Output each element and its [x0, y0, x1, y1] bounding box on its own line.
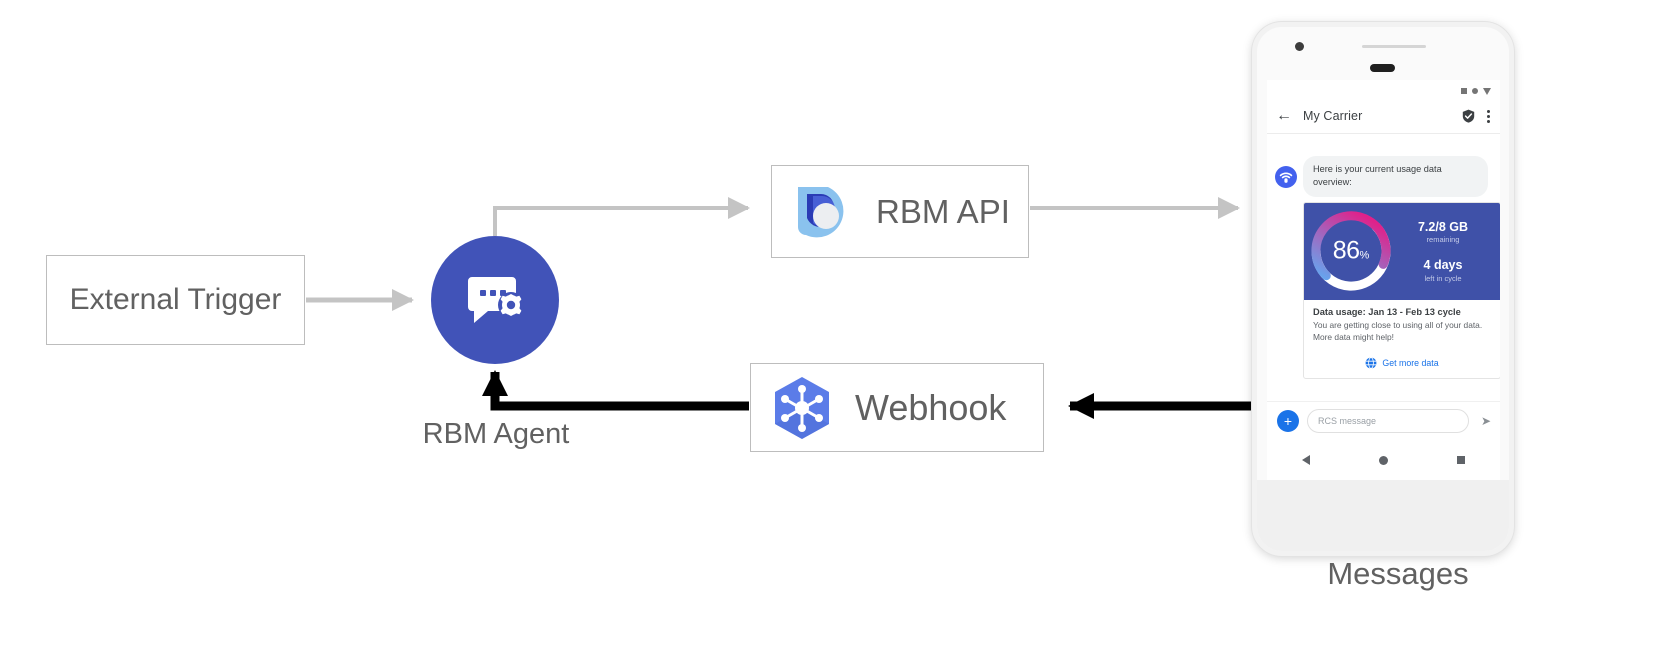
get-more-data-button[interactable]: Get more data: [1304, 350, 1500, 378]
status-bar: [1267, 80, 1500, 99]
composer-placeholder: RCS message: [1318, 416, 1377, 426]
nav-home-icon[interactable]: [1378, 455, 1388, 465]
gauge-value: 86: [1332, 236, 1360, 265]
triangle-down-icon: [1483, 87, 1491, 95]
rbm-agent-node[interactable]: [431, 236, 559, 364]
stat-data-remaining-value: 7.2/8 GB: [1417, 219, 1469, 234]
gauge-text: 86%: [1308, 237, 1394, 266]
webhook-node[interactable]: Webhook: [750, 363, 1044, 452]
incoming-text-bubble: Here is your current usage data overview…: [1303, 156, 1488, 197]
conversation-area: Here is your current usage data overview…: [1267, 134, 1500, 452]
rbm-api-label: RBM API: [876, 192, 1010, 230]
app-bar: ← My Carrier 12:30 PM: [1267, 99, 1500, 142]
stat-data-remaining-label: remaining: [1426, 235, 1460, 245]
external-trigger-label: External Trigger: [69, 283, 282, 316]
phone-bottom-bezel: [1257, 480, 1509, 551]
rich-card[interactable]: 86% 7.2/8 GB remaining 4 days left in cy…: [1303, 201, 1500, 379]
rcs-message-input[interactable]: RCS message: [1307, 409, 1469, 433]
messages-caption: Messages: [1327, 556, 1469, 591]
earpiece-line: [1362, 45, 1426, 48]
card-body: Data usage: Jan 13 - Feb 13 cycle You ar…: [1304, 300, 1500, 350]
webhook-label: Webhook: [855, 386, 1007, 428]
phone-screen: ← My Carrier 12:30 PM: [1267, 80, 1500, 480]
plus-icon[interactable]: +: [1277, 410, 1299, 432]
square-icon: [1461, 88, 1467, 94]
phone-mockup: ← My Carrier 12:30 PM: [1252, 22, 1514, 556]
stat-days-left-value: 4 days: [1423, 258, 1463, 273]
card-title: Data usage: Jan 13 - Feb 13 cycle: [1313, 306, 1461, 317]
message-composer: + RCS message ➤: [1267, 401, 1500, 440]
card-stats: 7.2/8 GB remaining 4 days left in cycle: [1394, 220, 1490, 283]
android-nav-bar: [1267, 440, 1500, 480]
carrier-signal-avatar-icon: [1275, 166, 1297, 188]
nav-recents-icon[interactable]: [1457, 456, 1466, 464]
card-media: 86% 7.2/8 GB remaining 4 days left in cy…: [1304, 202, 1500, 300]
arrow-webhook-to-agent: [482, 370, 749, 411]
data-usage-gauge: 86%: [1308, 208, 1394, 294]
phone-top-bezel: [1257, 27, 1509, 79]
verified-shield-icon[interactable]: [1462, 109, 1475, 123]
rbm-api-logo: [798, 186, 844, 237]
gauge-unit: %: [1359, 249, 1370, 262]
bubble-column: Here is your current usage data overview…: [1303, 156, 1500, 379]
circle-icon: [1472, 88, 1478, 94]
rbm-api-node[interactable]: RBM API: [771, 165, 1029, 258]
rbm-agent-label: RBM Agent: [422, 418, 570, 450]
get-more-data-label: Get more data: [1382, 357, 1439, 368]
chat-gear-icon: [468, 277, 524, 323]
front-camera-icon: [1295, 42, 1304, 51]
overflow-menu-icon[interactable]: [1486, 108, 1491, 125]
webhook-hexagon-logo: [775, 376, 829, 439]
speaker-grille: [1370, 64, 1395, 72]
card-description: You are getting close to using all of yo…: [1313, 319, 1483, 342]
back-arrow-icon[interactable]: ←: [1276, 107, 1292, 124]
arrow-agent-to-api: [493, 197, 750, 236]
nav-back-icon[interactable]: [1301, 455, 1310, 465]
app-bar-title: My Carrier: [1303, 109, 1363, 123]
external-trigger-node[interactable]: External Trigger: [46, 255, 305, 345]
globe-icon: [1365, 356, 1377, 369]
send-icon[interactable]: ➤: [1480, 414, 1491, 428]
stat-days-left-label: left in cycle: [1424, 273, 1462, 283]
message-row: Here is your current usage data overview…: [1267, 156, 1500, 379]
